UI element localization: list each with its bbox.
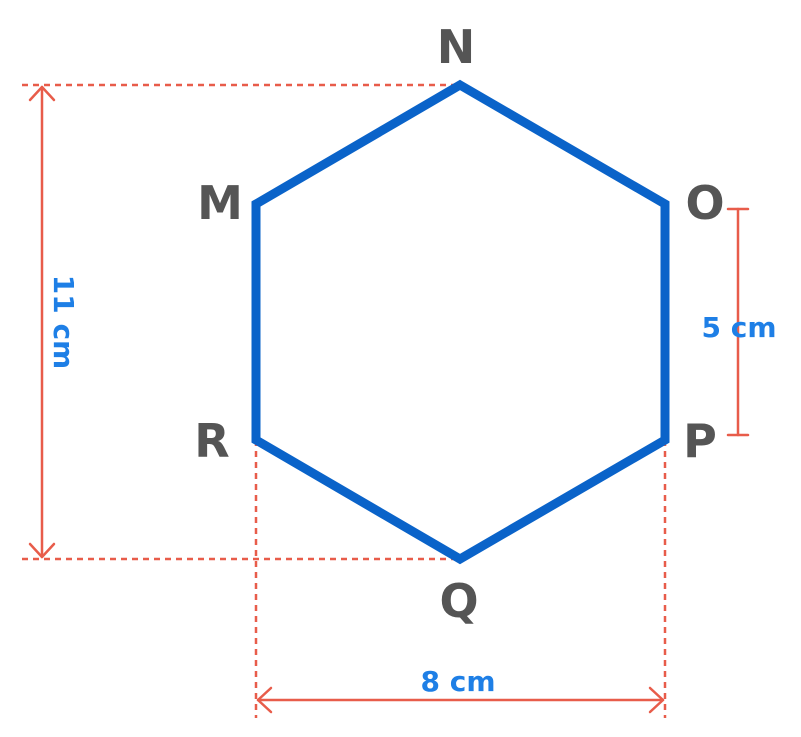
vertex-label-m: M	[197, 176, 243, 230]
vertex-label-n: N	[437, 20, 476, 74]
height-measurement-label: 11 cm	[47, 275, 80, 370]
width-dimension-arrow	[256, 686, 665, 714]
vertex-label-o: O	[685, 176, 724, 230]
height-dimension-arrow	[28, 85, 56, 559]
vertex-label-r: R	[194, 414, 229, 468]
width-measurement-label: 8 cm	[420, 665, 495, 698]
vertex-label-q: Q	[439, 574, 478, 628]
side-measurement-label: 5 cm	[701, 311, 776, 344]
side-dimension-bracket	[726, 207, 750, 437]
hexagon-shape	[251, 79, 670, 565]
vertex-label-p: P	[683, 414, 717, 468]
